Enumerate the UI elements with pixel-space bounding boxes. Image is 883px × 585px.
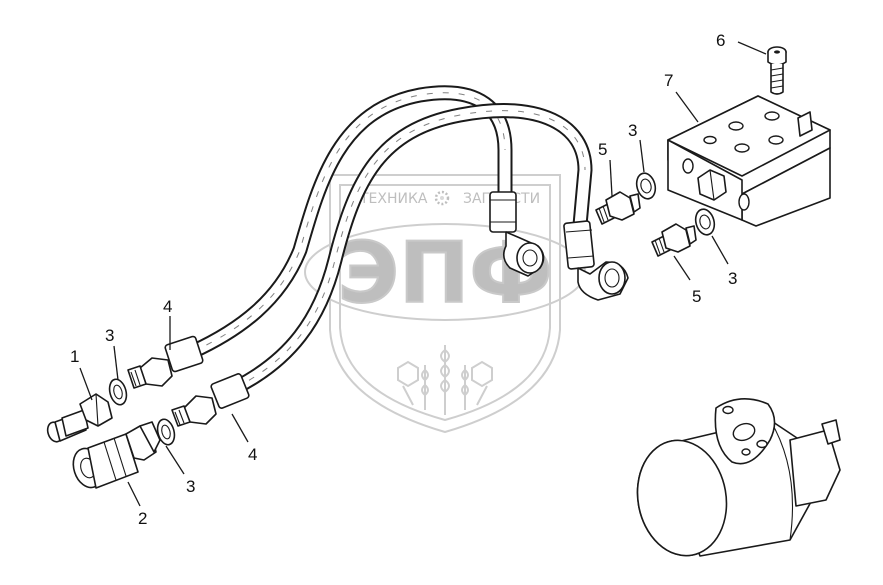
hose-end-fitting-4a bbox=[127, 335, 204, 389]
part-2-quick-coupler bbox=[72, 421, 161, 489]
callout-5-upper: 5 bbox=[598, 140, 607, 159]
part-6-bolt bbox=[767, 46, 787, 95]
leader-lines bbox=[79, 41, 767, 507]
callout-3-left-lower: 3 bbox=[186, 477, 195, 496]
hose-front bbox=[184, 85, 513, 360]
watermark-text-left: ТЕХНИКА bbox=[359, 191, 428, 207]
hose-fitting-upper-right bbox=[563, 220, 629, 301]
callout-4-upper: 4 bbox=[163, 297, 172, 316]
wheat-ear-icon bbox=[421, 345, 469, 415]
callout-1: 1 bbox=[70, 347, 79, 366]
callout-6: 6 bbox=[716, 31, 725, 50]
part-3-washer-a bbox=[108, 378, 128, 406]
gear-icon bbox=[434, 190, 450, 206]
part-5-adapter-upper bbox=[595, 191, 641, 225]
callout-5-lower: 5 bbox=[692, 287, 701, 306]
hose-end-fitting-4b bbox=[171, 373, 250, 427]
watermark-shield bbox=[329, 174, 561, 434]
hose-back bbox=[227, 103, 593, 396]
part-1-coupling-nipple bbox=[46, 393, 113, 443]
callout-3-left-upper: 3 bbox=[105, 326, 114, 345]
callouts: 1 3 4 2 3 4 5 3 5 3 6 7 bbox=[70, 31, 737, 528]
hex-nut-icon bbox=[397, 360, 493, 406]
hose-fitting-upper-left bbox=[489, 191, 545, 277]
callout-2: 2 bbox=[138, 509, 147, 528]
part-3-washer-d bbox=[694, 208, 716, 236]
part-3-washer-c bbox=[635, 172, 657, 200]
callout-3-right-lower: 3 bbox=[728, 269, 737, 288]
callout-3-right-upper: 3 bbox=[628, 121, 637, 140]
callout-7: 7 bbox=[664, 71, 673, 90]
part-7-valve-block bbox=[667, 95, 831, 227]
callout-4-lower: 4 bbox=[248, 445, 257, 464]
part-3-washer-b bbox=[156, 418, 176, 446]
hydraulic-motor bbox=[636, 398, 841, 557]
part-5-adapter-lower bbox=[651, 223, 697, 257]
